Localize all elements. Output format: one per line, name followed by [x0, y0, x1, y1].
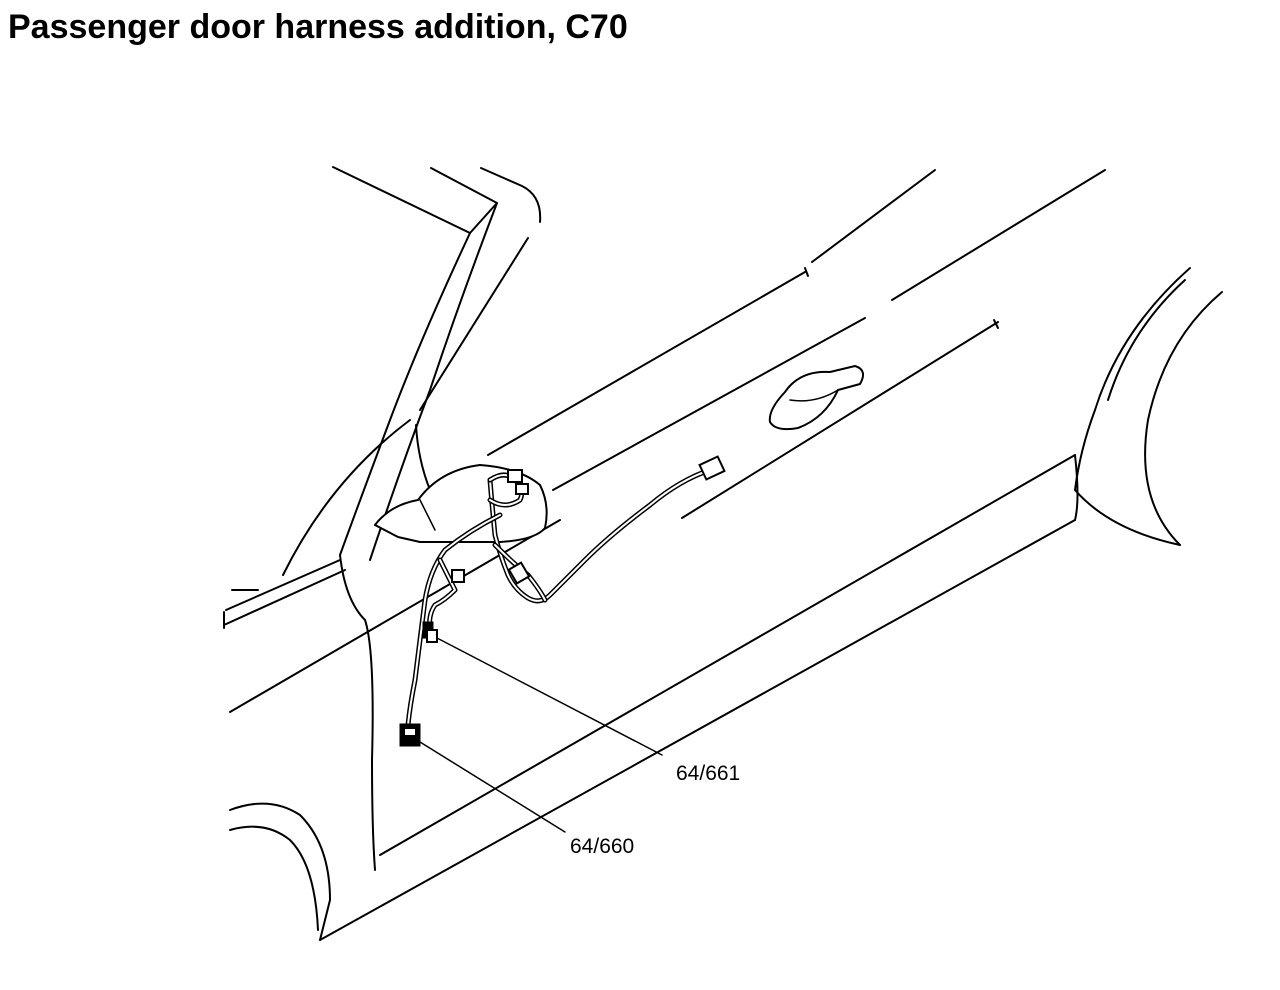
windshield-frame: [282, 166, 542, 576]
connector-64-660: [399, 723, 566, 833]
connector-64-661: [422, 621, 663, 756]
front-wheel-arch: [229, 802, 331, 941]
rear-wheel-arch: [1074, 267, 1223, 546]
door-upper-lines: [487, 169, 1106, 519]
body-side-lines: [229, 454, 1079, 941]
a-pillar-edge: [339, 554, 376, 871]
callout-label-64-660: 64/660: [570, 835, 634, 858]
harness-connectors: [451, 455, 726, 585]
callout-label-64-661: 64/661: [676, 762, 740, 785]
cowl-lines: [223, 559, 346, 629]
page-title: Passenger door harness addition, C70: [8, 8, 628, 46]
door-handle: [768, 365, 865, 431]
